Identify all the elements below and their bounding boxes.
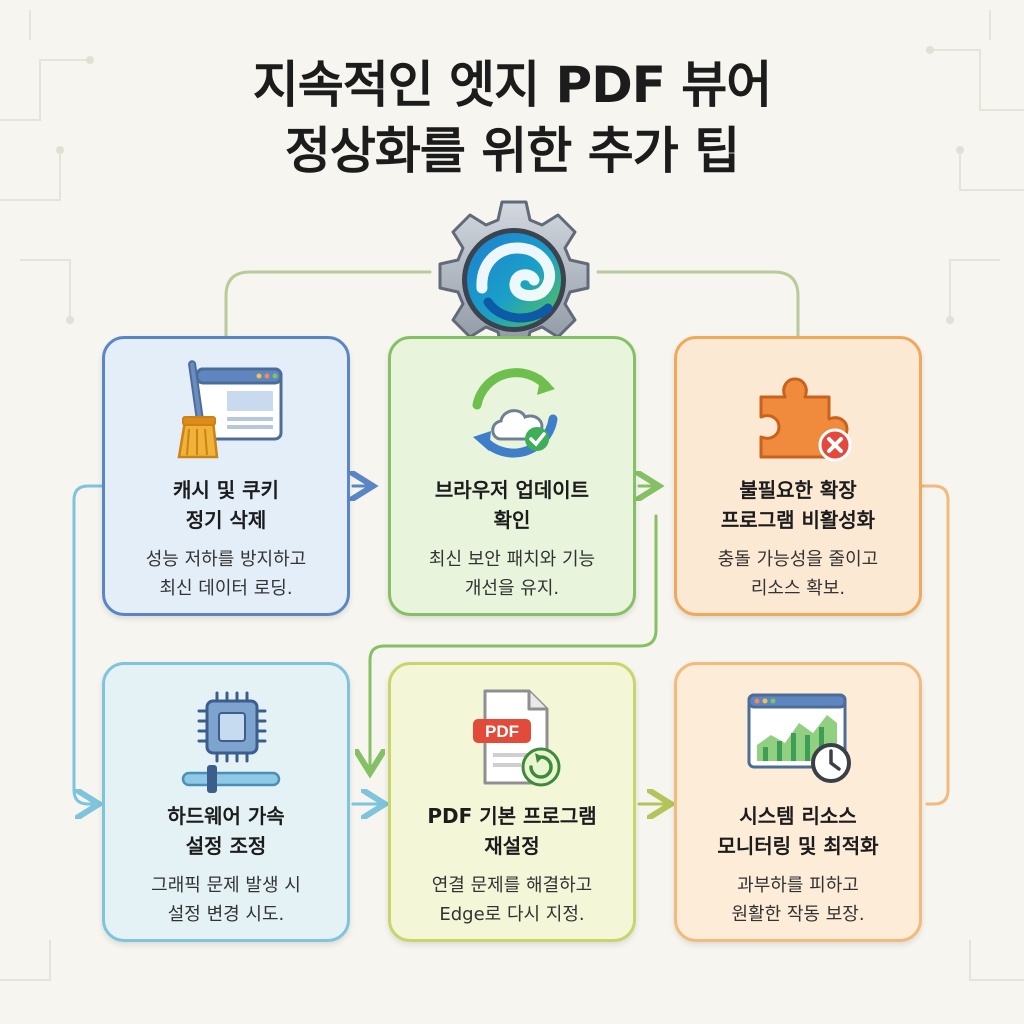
tip-title: 불필요한 확장 프로그램 비활성화 [720,478,876,532]
edge-gear-icon [438,200,590,352]
tip-card-monitor-resources: 시스템 리소스 모니터링 및 최적화 과부하를 피하고 원활한 작동 보장. [674,662,922,942]
tip-title: 캐시 및 쿠키 정기 삭제 [173,478,279,532]
page-title: 지속적인 엣지 PDF 뷰어 정상화를 위한 추가 팁 [0,52,1024,184]
tip-title: 하드웨어 가속 설정 조정 [167,804,285,858]
cloud-sync-icon [472,368,558,458]
pdf-reset-icon: PDF [473,689,561,787]
tip-description: 최신 보안 패치와 기능 개선을 유지. [428,549,596,599]
tip-card-update-browser: 브라우저 업데이트 확인 최신 보안 패치와 기능 개선을 유지. [388,336,636,616]
tip-title: PDF 기본 프로그램 재설정 [427,804,597,858]
monitor-chart-icon [747,693,851,783]
chip-slider-icon [181,691,281,793]
tip-card-clear-cache: 캐시 및 쿠키 정기 삭제 성능 저하를 방지하고 최신 데이터 로딩. [102,336,350,616]
tip-description: 성능 저하를 방지하고 최신 데이터 로딩. [145,549,307,599]
tip-card-hardware-acceleration: 하드웨어 가속 설정 조정 그래픽 문제 발생 시 설정 변경 시도. [102,662,350,942]
tip-card-pdf-default: PDF PDF 기본 프로그램 재설정 연결 문제를 해결하고 Edge로 다시… [388,662,636,942]
puzzle-disable-icon [759,377,852,462]
tip-description: 그래픽 문제 발생 시 설정 변경 시도. [151,875,301,925]
title-line-1: 지속적인 엣지 PDF 뷰어 [252,56,773,114]
broom-browser-icon [177,360,283,459]
tip-description: 연결 문제를 해결하고 Edge로 다시 지정. [431,875,593,925]
tip-title: 시스템 리소스 모니터링 및 최적화 [717,804,879,858]
tip-title: 브라우저 업데이트 확인 [434,478,590,532]
pdf-badge-label: PDF [485,722,519,741]
tip-card-disable-extensions: 불필요한 확장 프로그램 비활성화 충돌 가능성을 줄이고 리소스 확보. [674,336,922,616]
tip-description: 충돌 가능성을 줄이고 리소스 확보. [717,549,879,599]
tip-description: 과부하를 피하고 원활한 작동 보장. [731,875,865,925]
title-line-2: 정상화를 위한 추가 팁 [284,122,740,180]
